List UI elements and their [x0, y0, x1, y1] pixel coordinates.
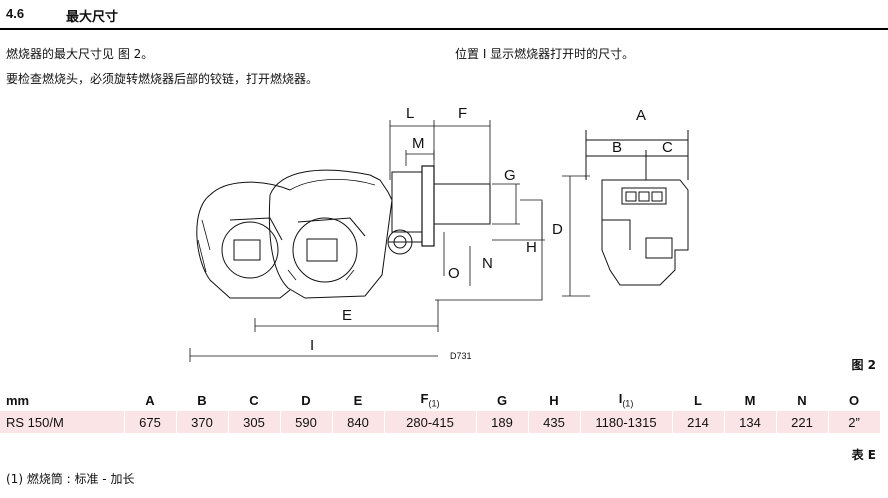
dim-letter-d: D: [552, 221, 563, 238]
table-cell: 221: [776, 411, 829, 433]
dim-letter-n: N: [482, 255, 493, 272]
table-header-cell: O: [848, 392, 860, 408]
paragraph-line: 要检查燃烧头，必须旋转燃烧器后部的铰链，打开燃烧器。: [6, 72, 319, 86]
footnote-mark: (1): [622, 398, 634, 409]
dim-letter-a: A: [636, 107, 646, 124]
table-cell: 590: [280, 411, 333, 433]
table-header-cell: E: [353, 392, 363, 408]
table-header-cell: F(1): [420, 391, 440, 409]
dim-letter-c: C: [662, 139, 673, 156]
section-number: 4.6: [6, 6, 25, 21]
dim-letter-b: B: [612, 139, 622, 156]
dimensions-table: mm A B C D E F(1) G H I(1) L M N O RS 15…: [0, 389, 881, 433]
table-row: RS 150/M 675 370 305 590 840 280-415 189…: [0, 411, 881, 433]
footnote-mark: (1): [428, 398, 440, 409]
paragraph-line: 燃烧器的最大尺寸见 图 2。: [6, 47, 154, 61]
table-cell: 280-415: [384, 411, 477, 433]
table-header-cell: M: [744, 392, 756, 408]
paragraph-line: 位置 I 显示燃烧器打开时的尺寸。: [455, 47, 635, 61]
dim-letter-o: O: [448, 265, 460, 282]
table-cell: 675: [124, 411, 177, 433]
table-cell: 1180-1315: [580, 411, 673, 433]
table-header-cell: mm: [6, 392, 30, 408]
dimension-lines: [189, 120, 590, 362]
dim-letter-l: L: [406, 105, 414, 122]
dim-letter-i: I: [310, 337, 314, 354]
table-header-cell: I(1): [618, 391, 634, 409]
table-cell: 2”: [828, 411, 881, 433]
burner-body: [268, 169, 393, 299]
table-header-cell: B: [197, 392, 207, 408]
dim-letter-f: F: [458, 105, 467, 122]
table-footnote: (1) 燃烧筒 : 标准 - 加长: [6, 472, 135, 486]
table-header-cell: L: [694, 392, 702, 408]
dim-letter-e: E: [342, 307, 352, 324]
table-label: 表 E: [851, 448, 876, 462]
table-cell: RS 150/M: [0, 411, 125, 433]
table-header-cell: C: [249, 392, 259, 408]
figure-code: D731: [450, 351, 472, 361]
dim-letter-m: M: [412, 135, 425, 152]
table-cell: 214: [672, 411, 725, 433]
dim-letter-g: G: [504, 167, 516, 184]
table-cell: 435: [528, 411, 581, 433]
table-cell: 370: [176, 411, 229, 433]
table-cell: 189: [476, 411, 529, 433]
table-header-cell: H: [549, 392, 559, 408]
dim-letter-h: H: [526, 239, 537, 256]
figure-label: 图 2: [851, 358, 876, 372]
section-title: 最大尺寸: [66, 10, 119, 25]
table-cell: 134: [724, 411, 777, 433]
table-header-row: mm A B C D E F(1) G H I(1) L M N O: [0, 389, 880, 411]
burner-side-view: [585, 130, 689, 286]
table-header-cell: A: [145, 392, 155, 408]
burner-dimension-drawing: L F M G N H O E I A B C D D731: [189, 105, 689, 362]
section-rule: [0, 28, 888, 30]
table-cell: 840: [332, 411, 385, 433]
table-cell: 305: [228, 411, 281, 433]
burner-open-outline: [196, 181, 291, 299]
table-header-cell: D: [301, 392, 311, 408]
table-header-cell: N: [797, 392, 807, 408]
burner-head: [387, 165, 491, 255]
table-header-cell: G: [496, 392, 508, 408]
